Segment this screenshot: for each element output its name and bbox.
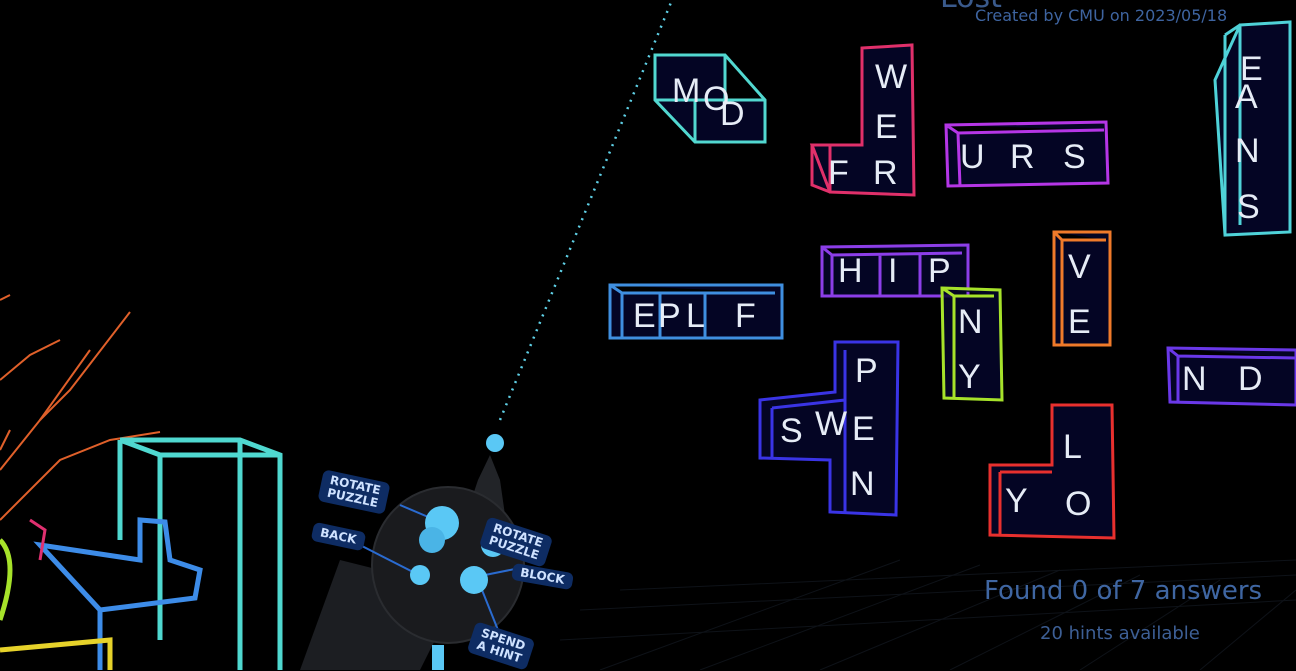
piece-letter: S — [780, 412, 803, 450]
piece-frame — [1166, 346, 1296, 407]
piece-letter: E — [875, 108, 898, 146]
back-button-icon[interactable] — [410, 565, 430, 585]
piece-frame — [988, 403, 1116, 540]
piece-letter: N — [958, 303, 983, 341]
piece-letter: U — [960, 138, 985, 176]
controller-tip-icon — [486, 434, 504, 452]
answers-found-status: Found 0 of 7 answers — [984, 576, 1263, 606]
puzzle-title: Lost — [940, 0, 1002, 15]
piece-letter: F — [735, 297, 756, 335]
tower-structure — [0, 437, 283, 670]
piece-frame — [1213, 20, 1292, 237]
piece-letter: E — [852, 410, 875, 448]
piece-letter: Y — [958, 358, 981, 396]
decor-branches — [0, 294, 161, 521]
piece-letter: D — [1238, 360, 1263, 398]
trigger-icon[interactable] — [432, 645, 444, 670]
piece-frame — [758, 340, 900, 517]
created-by-text: Created by CMU on 2023/05/18 — [975, 6, 1228, 25]
piece-letter: R — [1010, 138, 1035, 176]
piece-letter: O — [703, 80, 729, 118]
piece-letter: S — [1237, 188, 1260, 226]
piece-frame — [940, 286, 1004, 402]
piece-letter: N — [850, 465, 875, 503]
piece-letter: Y — [1005, 482, 1028, 520]
thumbstick-base-icon — [419, 527, 445, 553]
piece-letter: L — [1063, 428, 1082, 466]
piece-frame — [944, 120, 1110, 188]
piece-frame — [809, 43, 916, 197]
floor-grid — [559, 559, 1296, 670]
piece-frame — [608, 283, 784, 340]
piece-letter: H — [838, 252, 863, 290]
piece-letter: V — [1068, 248, 1091, 286]
piece-letter: P — [855, 352, 878, 390]
piece-letter: R — [873, 154, 898, 192]
piece-ve[interactable]: VE — [1052, 230, 1112, 347]
piece-letter: P — [658, 297, 681, 335]
piece-letter: W — [875, 58, 907, 96]
piece-letter: E — [1240, 50, 1263, 88]
piece-letter: P — [928, 252, 951, 290]
piece-letter: L — [686, 297, 705, 335]
piece-letter: E — [1068, 303, 1091, 341]
piece-letter: A — [1235, 78, 1258, 116]
piece-letter: F — [828, 154, 849, 192]
piece-letter: W — [815, 405, 847, 443]
piece-frame — [1052, 230, 1112, 347]
piece-letter: E — [633, 297, 656, 335]
piece-letter: O — [1065, 485, 1091, 523]
piece-ny[interactable]: NY — [940, 286, 1004, 402]
hint-button-icon[interactable] — [460, 566, 488, 594]
piece-letter: N — [1235, 132, 1260, 170]
hints-available-status: 20 hints available — [1040, 623, 1200, 644]
piece-letter: N — [1182, 360, 1207, 398]
piece-letter: M — [672, 72, 700, 110]
piece-letter: S — [1063, 138, 1086, 176]
laser-pointer — [498, 0, 674, 421]
piece-letter: I — [888, 252, 897, 290]
piece-letter: D — [720, 95, 745, 133]
piece-frame — [653, 53, 767, 144]
